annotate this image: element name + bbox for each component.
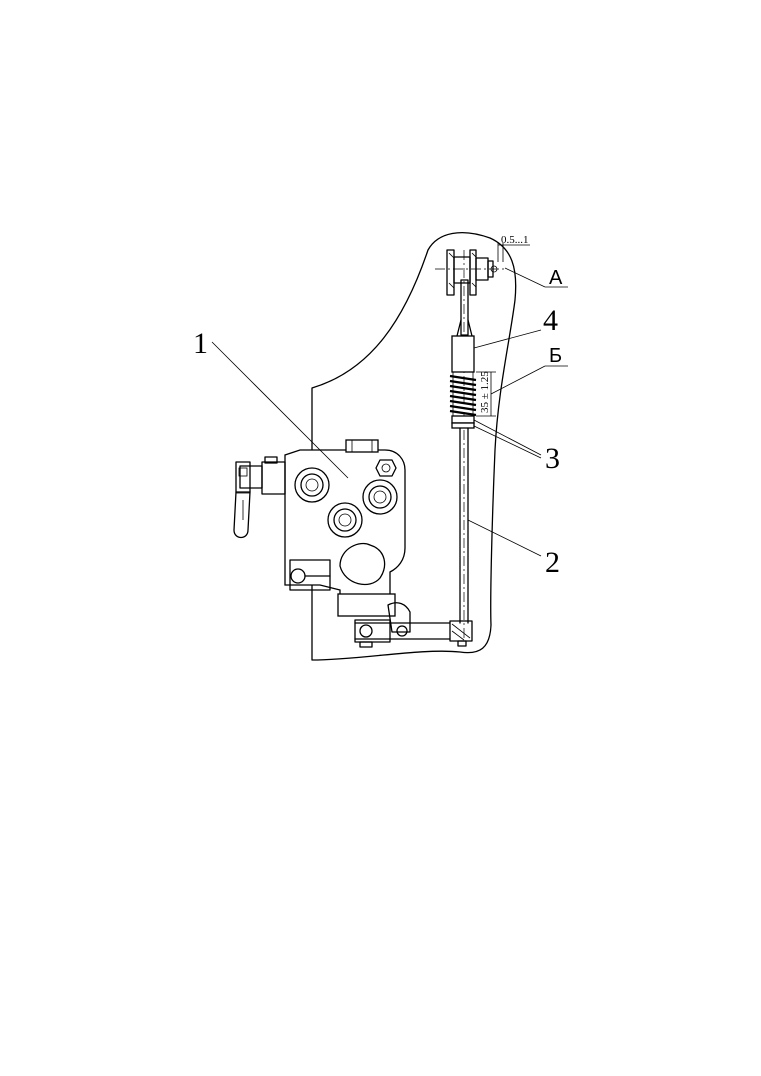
lower-lever — [354, 619, 473, 648]
callout-4: 4 — [543, 304, 558, 337]
callout-3: 3 — [545, 442, 560, 475]
rod-upper — [456, 250, 473, 640]
label-b: Б — [549, 345, 562, 367]
callout-2: 2 — [545, 546, 560, 579]
side-fitting — [233, 456, 286, 539]
gap-dimension: 0.5...1 — [497, 234, 530, 262]
callout-1: 1 — [193, 327, 208, 360]
rod-lower — [459, 427, 469, 624]
bushing — [451, 335, 475, 373]
top-clamp — [435, 249, 505, 296]
spring-dimension-text: 35 ± 1.25 — [479, 371, 491, 413]
lock-nuts — [451, 415, 475, 429]
valve-body — [284, 439, 411, 633]
label-a: А — [549, 267, 563, 289]
gap-dimension-text: 0.5...1 — [501, 234, 529, 246]
frame-outline — [311, 232, 517, 661]
spring — [449, 371, 477, 417]
